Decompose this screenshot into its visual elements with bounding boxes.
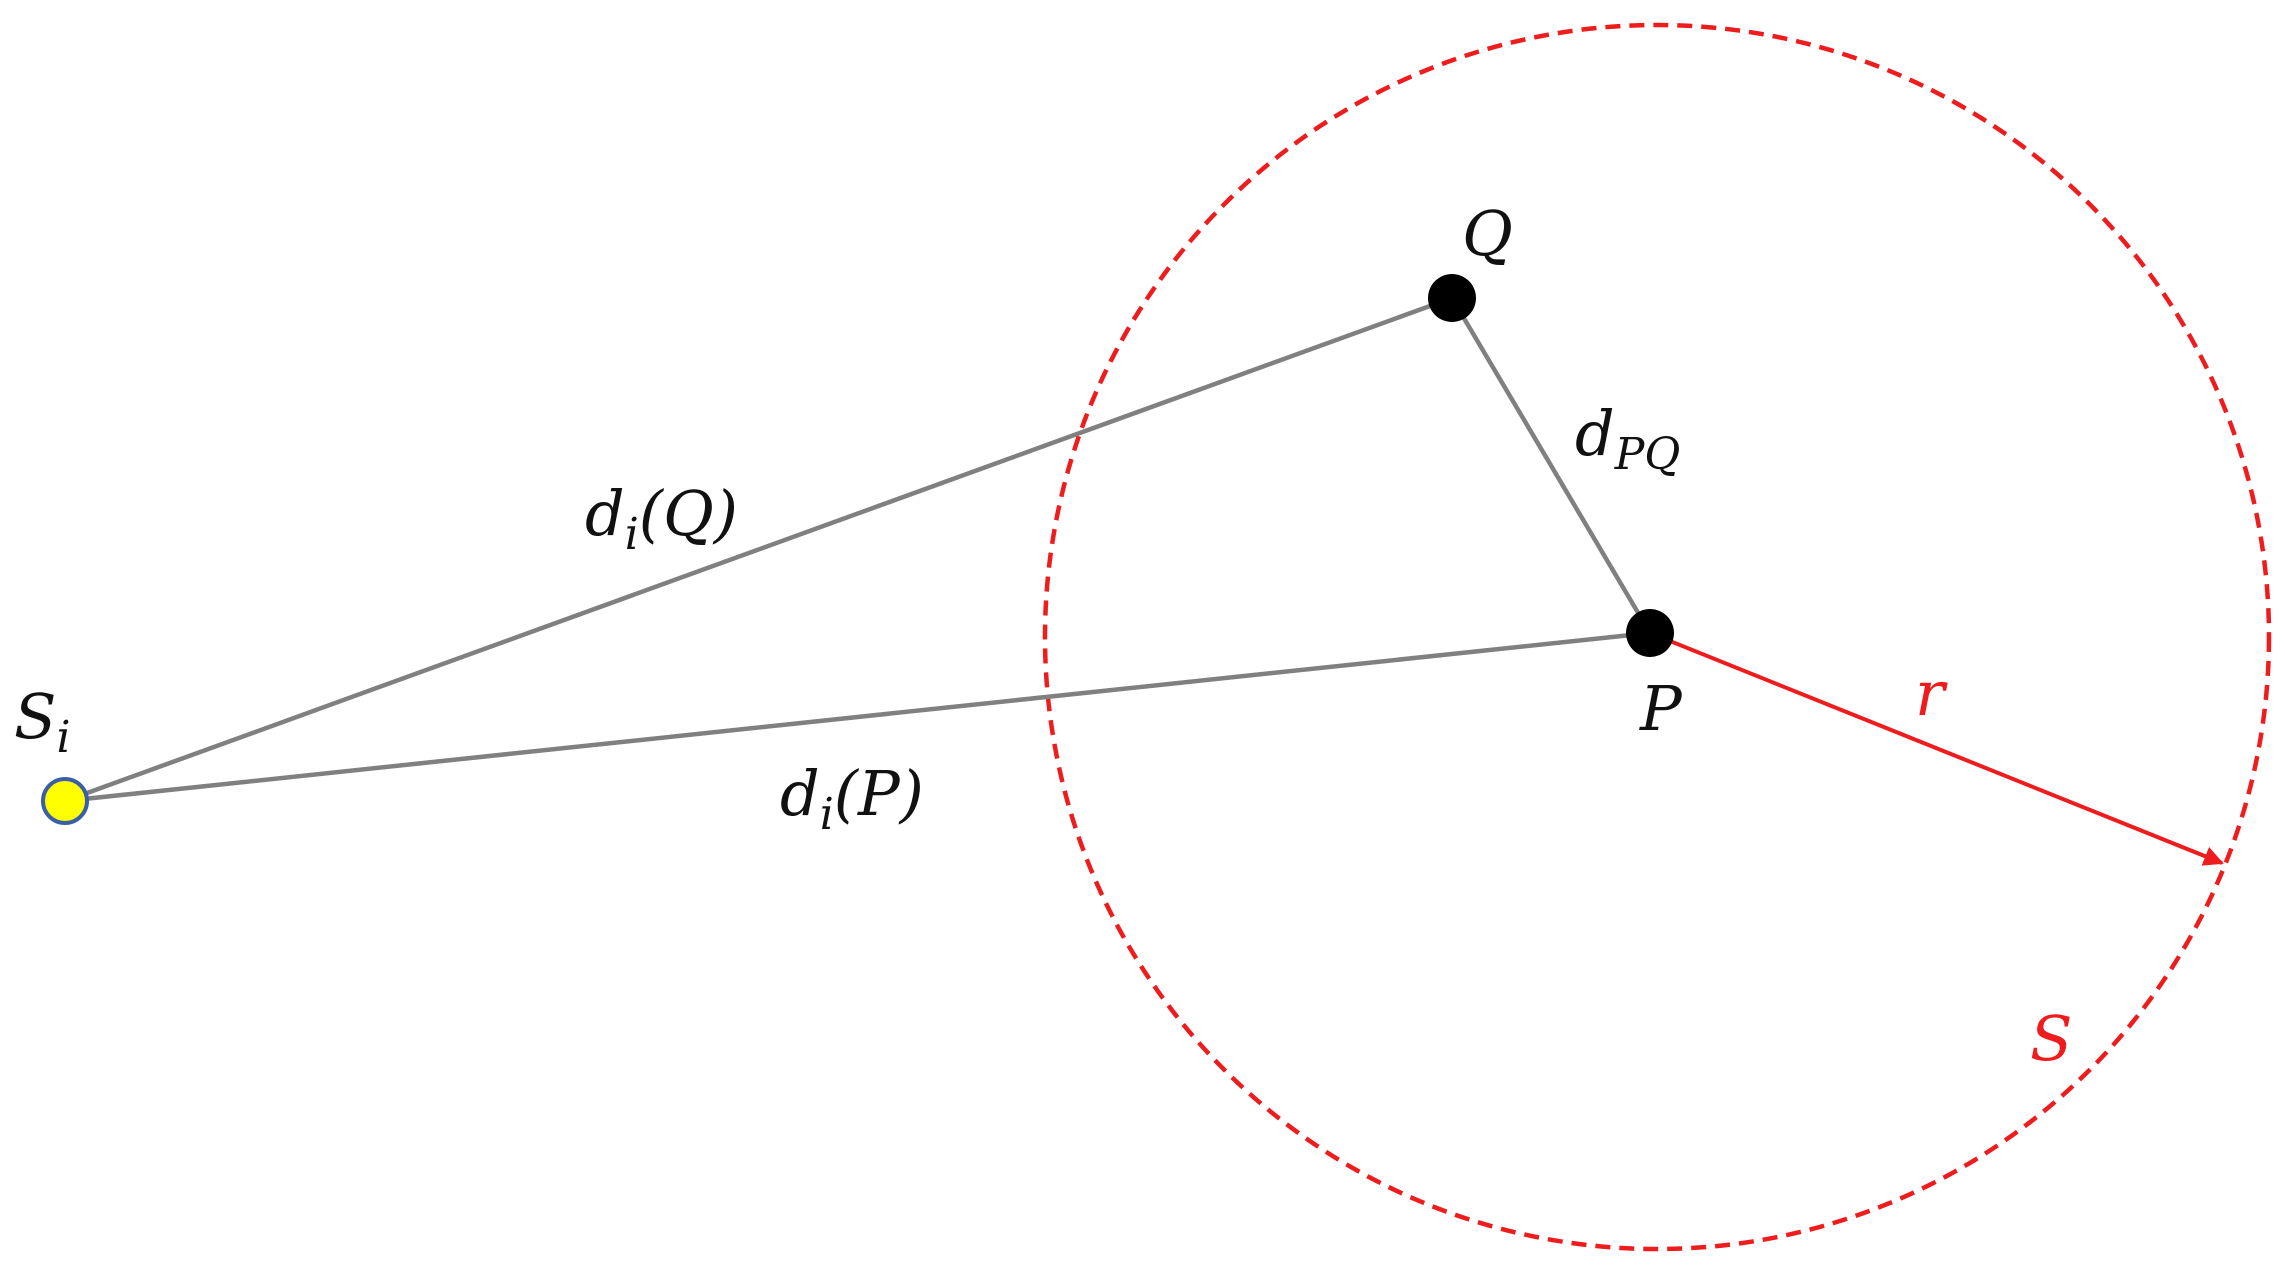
point-p (1626, 609, 1674, 657)
point-q (1428, 274, 1476, 322)
segment-q-p (1450, 296, 1652, 635)
sphere-boundary (1042, 22, 2272, 1252)
segment-si-q (64, 295, 1453, 804)
segment-si-p (64, 630, 1651, 804)
label-sphere: S (2030, 1002, 2072, 1075)
label-point-p: P (1639, 672, 1683, 745)
radius-arrow (1649, 631, 2224, 866)
source-point (41, 777, 89, 825)
label-radius: r (1915, 657, 1948, 730)
label-distance-si-p: di(P) (780, 757, 924, 840)
label-point-q: Q (1462, 197, 1513, 270)
label-distance-pq: dPQ (1575, 397, 1680, 480)
label-source: Si (14, 680, 71, 763)
label-distance-si-q: di(Q) (585, 477, 738, 560)
